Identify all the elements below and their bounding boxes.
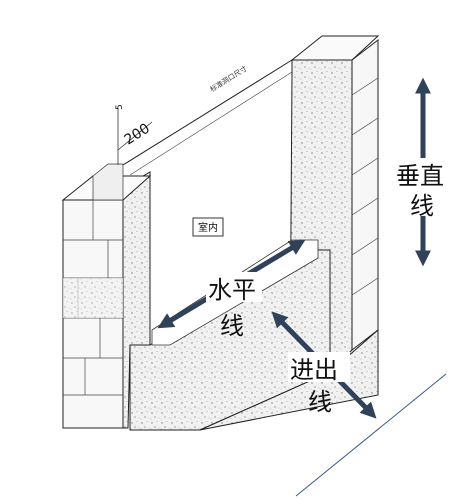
label-vertical-2: 线: [410, 192, 434, 220]
right-brick-top: [290, 35, 380, 61]
label-inout-1: 进出: [290, 356, 338, 384]
label-bg-inout: [288, 352, 350, 382]
label-bg-vertical: [396, 158, 450, 216]
room-label-text: 室内: [198, 221, 218, 234]
opening-top-edge: [122, 59, 293, 166]
label-vertical-1: 垂直: [396, 162, 444, 190]
label-inout-2: 线: [308, 388, 332, 416]
left-brick-mortar-band: [63, 278, 123, 318]
opening-top-edge-2: [129, 71, 293, 176]
left-brick-side: [92, 163, 124, 201]
diagonal-guide-line: [295, 373, 447, 497]
right-brick-courses: [351, 77, 379, 296]
label-horizontal-1: 水平: [208, 276, 256, 304]
top-note-text: 标准洞口尺寸: [208, 64, 248, 94]
dim-side-text: 5: [115, 104, 125, 110]
label-horizontal-2: 线: [220, 312, 244, 340]
dim-leader: [117, 121, 153, 151]
label-bg-horizontal: [206, 272, 262, 302]
room-label-box: [192, 217, 224, 237]
